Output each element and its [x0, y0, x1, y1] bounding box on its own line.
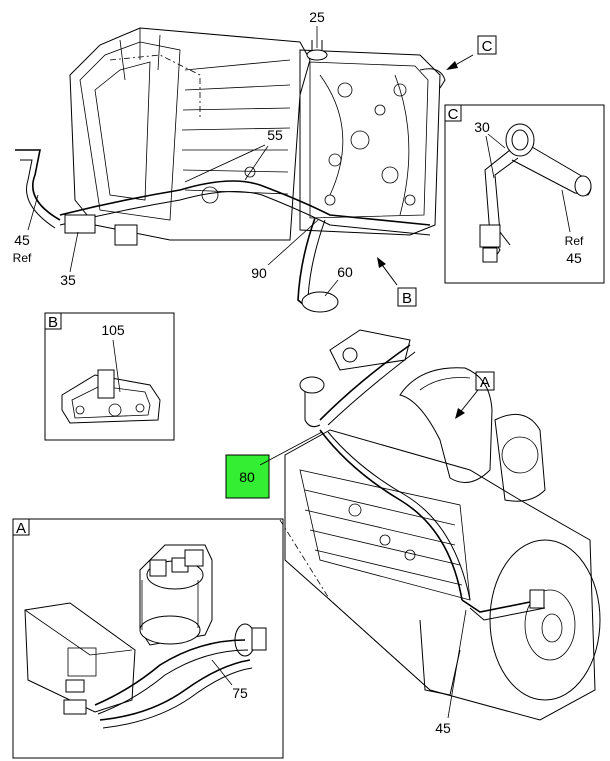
svg-text:25: 25 — [309, 9, 325, 25]
inset-a: A 75 — [12, 518, 284, 759]
view-arrow-c: C — [446, 35, 497, 70]
inset-b-label: B — [48, 314, 58, 331]
callout-45-left: 45 Ref — [13, 194, 39, 265]
view-label-c: C — [482, 38, 493, 55]
view-arrow-b: B — [377, 257, 417, 307]
engine-assembly — [279, 329, 601, 721]
callout-90: 90 — [251, 219, 319, 281]
callout-45-right: 45 — [566, 250, 582, 266]
inset-a-label: A — [16, 520, 26, 537]
svg-text:90: 90 — [251, 265, 267, 281]
callout-80-highlight: 80 — [225, 431, 323, 499]
svg-text:60: 60 — [337, 264, 353, 280]
callout-25: 25 — [309, 9, 325, 48]
callout-45-bottom: 45 — [435, 609, 467, 736]
transmission-assembly — [15, 27, 446, 313]
view-label-a: A — [480, 374, 490, 391]
svg-text:55: 55 — [267, 127, 283, 143]
callout-105: 105 — [101, 322, 125, 338]
inset-c: C 30 Ref 45 — [444, 104, 605, 284]
callout-75: 75 — [232, 685, 248, 701]
svg-text:Ref: Ref — [13, 251, 32, 265]
callout-35: 35 — [60, 231, 79, 288]
view-arrow-a: A — [455, 371, 495, 419]
callout-55: 55 — [184, 127, 283, 183]
svg-text:45: 45 — [14, 232, 30, 248]
view-label-b: B — [402, 290, 412, 307]
callout-45-right-ref: Ref — [565, 234, 584, 248]
inset-c-label: C — [448, 106, 459, 123]
callout-80: 80 — [239, 469, 255, 485]
svg-text:45: 45 — [435, 720, 451, 736]
svg-text:35: 35 — [60, 272, 76, 288]
inset-b: B 105 — [44, 312, 175, 441]
callout-60: 60 — [324, 264, 353, 297]
callout-30: 30 — [474, 119, 490, 135]
